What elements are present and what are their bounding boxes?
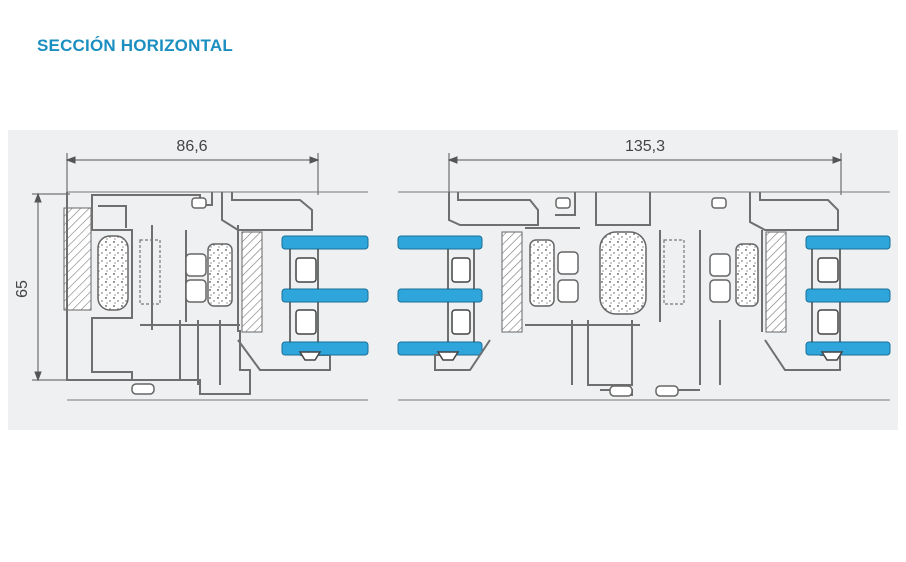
dimension-right-width — [447, 153, 843, 195]
gasket-hatch — [241, 231, 263, 333]
dimension-depth-label: 65 — [14, 280, 31, 298]
dimension-right-width-label: 135,3 — [625, 138, 665, 155]
insulation-core-center — [599, 231, 647, 315]
glazing-unit-left — [397, 235, 483, 356]
dimension-left-width-label: 86,6 — [176, 138, 207, 155]
glazing-unit — [281, 235, 369, 356]
wall-hatch — [63, 207, 92, 311]
gasket-hatch — [501, 231, 523, 333]
insulation-core — [735, 243, 759, 307]
page-title: SECCIÓN HORIZONTAL — [37, 36, 233, 55]
dimension-left-width — [65, 153, 320, 195]
dimension-depth — [32, 192, 70, 382]
right-section — [397, 191, 891, 401]
gasket-hatch — [765, 231, 787, 333]
glazing-unit-right — [805, 235, 891, 356]
left-section — [63, 191, 369, 401]
insulation-core — [207, 243, 233, 307]
insulation-core — [97, 235, 129, 311]
insulation-core — [529, 239, 555, 307]
frame-profile — [66, 192, 331, 395]
